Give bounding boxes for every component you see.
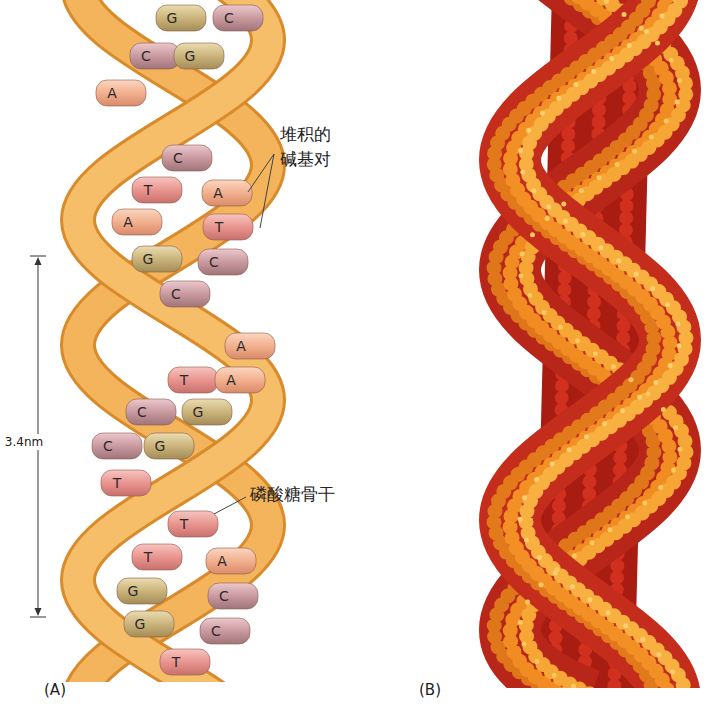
base-letter: T xyxy=(180,516,189,533)
base-letter: T xyxy=(180,372,189,389)
leader-lines xyxy=(214,154,274,514)
base-letter: C xyxy=(141,48,151,65)
base-letter: G xyxy=(193,404,204,421)
base-letter: C xyxy=(103,438,113,455)
base-letter: G xyxy=(185,48,196,65)
dimension-label: 3.4nm xyxy=(5,434,43,450)
base-letter: A xyxy=(213,185,223,202)
base-letter: C xyxy=(173,150,183,167)
base-letter: A xyxy=(236,338,246,355)
base-letter: A xyxy=(107,85,117,102)
base-letter: G xyxy=(155,438,166,455)
ribbon-helix xyxy=(78,0,275,682)
base-letter: C xyxy=(209,254,219,271)
base-letter: T xyxy=(172,654,181,671)
base-letter: A xyxy=(217,553,227,570)
base-letter: T xyxy=(215,219,224,236)
base-letter: C xyxy=(224,10,234,27)
base-letter: T xyxy=(113,475,122,492)
base-letter: A xyxy=(226,372,236,389)
part-label: 磷酸糖骨干 xyxy=(250,484,335,504)
part-label: 堆积的 碱基对 xyxy=(280,122,338,171)
base-letter: G xyxy=(167,10,178,27)
base-letter: C xyxy=(211,623,221,640)
base-letter: G xyxy=(135,616,146,633)
base-letter: T xyxy=(144,182,153,199)
base-letter: T xyxy=(144,549,153,566)
base-letter: G xyxy=(143,251,154,268)
base-letter: C xyxy=(171,286,181,303)
base-cylinders xyxy=(92,5,275,675)
base-letter: C xyxy=(137,404,147,421)
panel-label: (A) xyxy=(44,681,66,699)
base-letter: G xyxy=(128,583,139,600)
space-filling-helix xyxy=(494,0,686,688)
base-letter: C xyxy=(219,588,229,605)
base-letter: A xyxy=(123,214,133,231)
panel-label: (B) xyxy=(419,681,441,699)
